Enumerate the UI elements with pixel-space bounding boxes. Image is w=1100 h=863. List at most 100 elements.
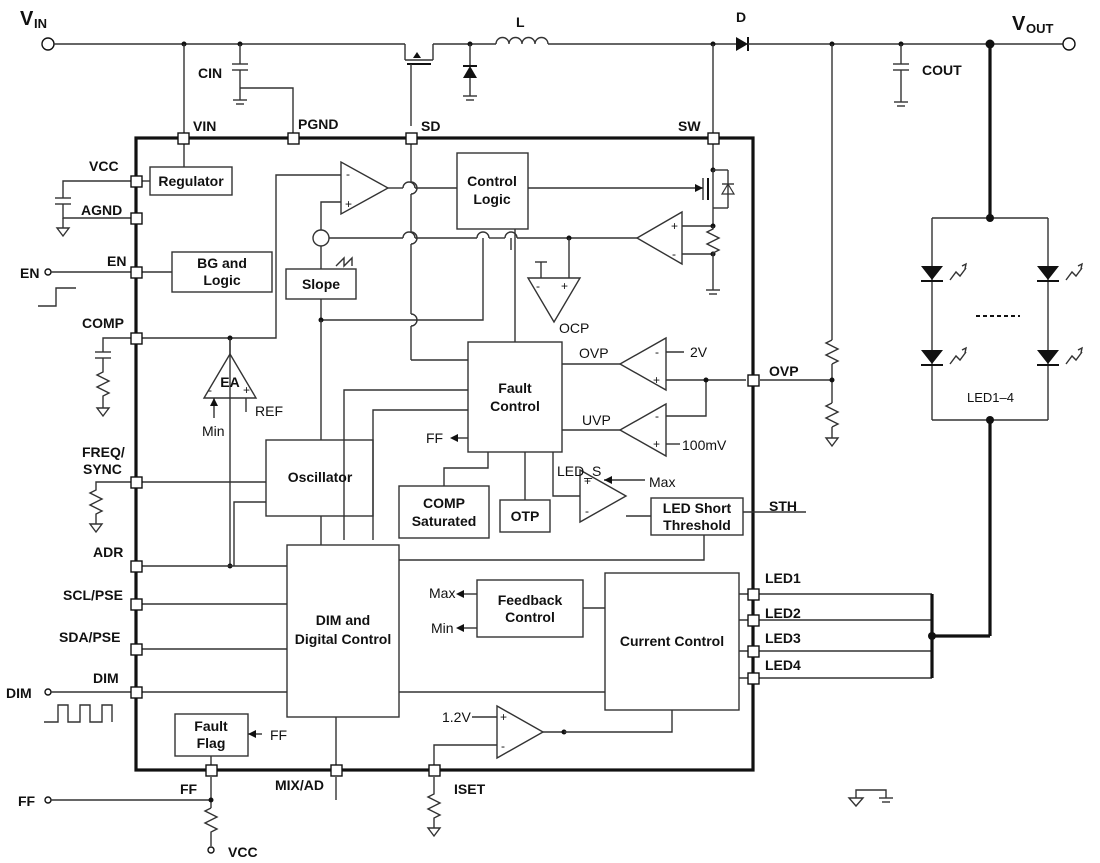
pin-led4 — [747, 672, 760, 685]
svg-text:-: - — [655, 345, 659, 359]
svg-text:COMP: COMP — [82, 315, 124, 331]
dim-digital-control-block — [286, 544, 400, 718]
svg-text:Min: Min — [431, 620, 454, 636]
fault-control-block — [467, 341, 563, 453]
pin-sw — [707, 132, 720, 145]
pin-led3 — [747, 645, 760, 658]
vin-sub-label: IN — [34, 16, 47, 31]
svg-text:SW: SW — [678, 118, 701, 134]
signal-labels: OCP OVP UVP 2V 100mV LED_S Max Max Min M… — [202, 167, 727, 753]
svg-text:OTP: OTP — [511, 508, 540, 524]
vin-label: V — [20, 8, 34, 30]
dim-input-label: DIM — [6, 685, 32, 701]
svg-text:100mV: 100mV — [682, 437, 727, 453]
pin-led2 — [747, 614, 760, 627]
svg-text:REF: REF — [255, 403, 283, 419]
pin-scl — [130, 598, 143, 611]
svg-text:SYNC: SYNC — [83, 461, 122, 477]
pin-labels: VIN PGND SD SW VCC AGND EN COMP FREQ/ SY… — [59, 116, 801, 797]
pin-adr — [130, 560, 143, 573]
svg-text:Threshold: Threshold — [663, 517, 731, 533]
en-step-icon — [38, 287, 76, 307]
pin-sda — [130, 643, 143, 656]
cout-label: COUT — [922, 62, 962, 78]
svg-text:LED_S: LED_S — [557, 463, 601, 479]
pin-vcc — [130, 175, 143, 188]
svg-text:Flag: Flag — [197, 735, 226, 751]
svg-text:Max: Max — [649, 474, 675, 490]
svg-text:PGND: PGND — [298, 116, 338, 132]
svg-text:+: + — [561, 279, 568, 293]
led-string-label: LED1–4 — [967, 390, 1014, 405]
ic-boundary — [134, 136, 755, 772]
pin-en — [130, 266, 143, 279]
svg-text:Control: Control — [490, 398, 540, 414]
pin-mix — [330, 764, 343, 777]
pin-sd — [405, 132, 418, 145]
svg-text:DIM and: DIM and — [316, 612, 370, 628]
svg-text:AGND: AGND — [81, 202, 122, 218]
diode-d-symbol — [736, 37, 748, 51]
iset-amplifier — [496, 704, 545, 760]
svg-text:+: + — [345, 197, 352, 211]
bg-logic-block — [171, 251, 273, 293]
svg-text:Logic: Logic — [203, 272, 241, 288]
svg-text:OVP: OVP — [769, 363, 799, 379]
left-externals — [38, 180, 442, 854]
diode-label: D — [736, 9, 746, 25]
svg-text:+: + — [243, 383, 250, 397]
svg-text:BG and: BG and — [197, 255, 247, 271]
svg-text:OVP: OVP — [579, 345, 609, 361]
svg-text:-: - — [501, 739, 505, 753]
ramp-icon — [335, 256, 353, 268]
svg-text:Current Control: Current Control — [620, 633, 724, 649]
external-labels: V IN V OUT L D CIN COUT EN DIM FF VCC LE… — [6, 8, 1054, 860]
svg-text:SCL/PSE: SCL/PSE — [63, 587, 123, 603]
svg-text:MIX/AD: MIX/AD — [275, 777, 324, 793]
svg-text:LED3: LED3 — [765, 630, 801, 646]
vin-terminal[interactable] — [41, 37, 55, 51]
pin-agnd — [130, 212, 143, 225]
svg-text:+: + — [584, 474, 591, 488]
ff-output-label: FF — [18, 793, 36, 809]
svg-text:-: - — [208, 383, 212, 397]
svg-text:FF: FF — [270, 727, 287, 743]
led-diode-icon — [921, 262, 1083, 366]
svg-text:SDA/PSE: SDA/PSE — [59, 629, 120, 645]
internal-wiring — [141, 141, 936, 765]
pin-dim — [130, 686, 143, 699]
ground-symbols-icon — [847, 789, 893, 808]
dim-pwm-icon — [44, 704, 113, 723]
led-array — [921, 44, 1083, 638]
ovp-divider — [760, 339, 840, 448]
power-path — [41, 36, 1076, 340]
svg-text:ADR: ADR — [93, 544, 123, 560]
pin-squares — [130, 132, 760, 777]
cin-label: CIN — [198, 65, 222, 81]
pin-vin — [177, 132, 190, 145]
inductor-symbol — [495, 36, 549, 45]
svg-text:FF: FF — [426, 430, 443, 446]
control-logic-block — [456, 152, 529, 230]
svg-text:Control: Control — [505, 609, 555, 625]
svg-text:-: - — [655, 409, 659, 423]
svg-text:Slope: Slope — [302, 276, 340, 292]
vout-terminal[interactable] — [1062, 37, 1076, 51]
svg-text:Saturated: Saturated — [412, 513, 477, 529]
svg-text:+: + — [653, 373, 660, 387]
vout-label: V — [1012, 13, 1026, 35]
pin-iset — [428, 764, 441, 777]
svg-text:LED2: LED2 — [765, 605, 801, 621]
svg-text:-: - — [672, 247, 676, 261]
svg-text:FF: FF — [180, 781, 198, 797]
svg-text:2V: 2V — [690, 344, 708, 360]
svg-text:EN: EN — [107, 253, 126, 269]
svg-text:-: - — [585, 504, 589, 518]
svg-text:DIM: DIM — [93, 670, 119, 686]
summing-node — [312, 229, 330, 247]
fault-flag-block — [174, 713, 249, 757]
svg-text:Max: Max — [429, 585, 455, 601]
current-sense-amp — [635, 210, 683, 266]
svg-text:EA: EA — [220, 374, 239, 390]
